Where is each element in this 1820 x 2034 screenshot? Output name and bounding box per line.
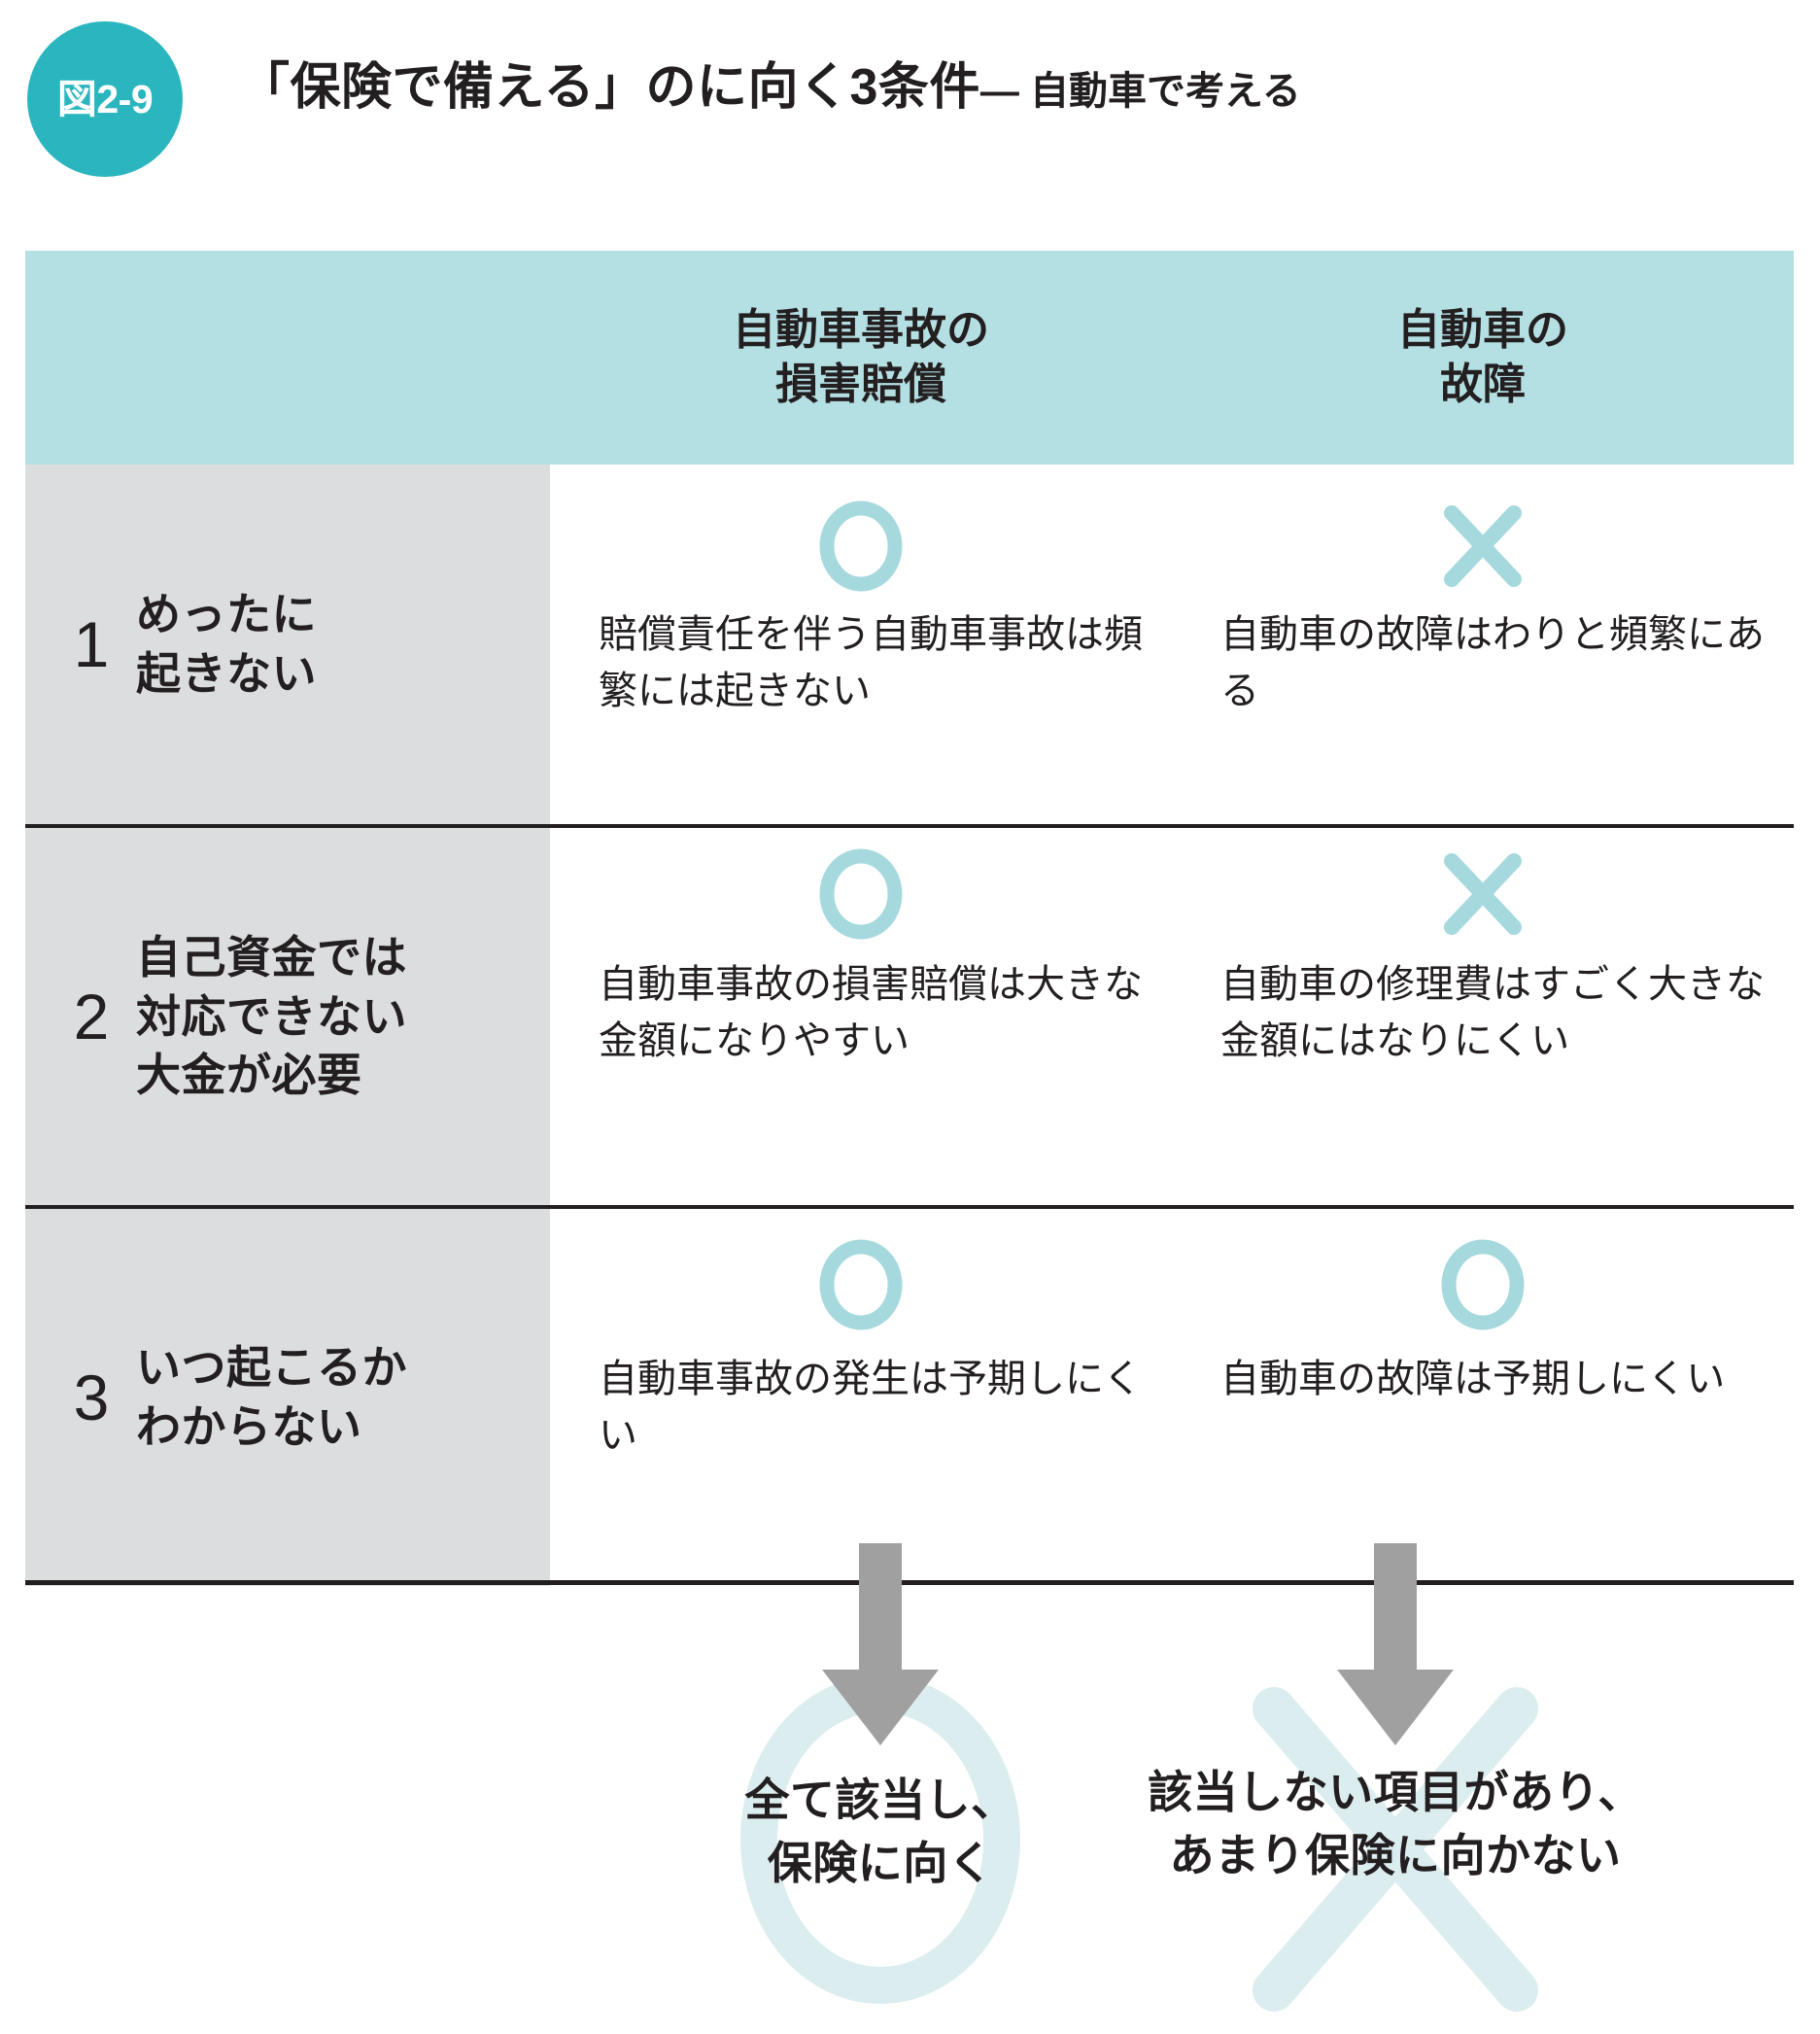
- circle-icon: [1436, 1238, 1529, 1331]
- figure-number-label: 図2-9: [56, 76, 154, 121]
- column-header-line-2: 損害賠償: [775, 361, 946, 408]
- row-header-condition-3: 3 いつ起こるか わからない: [25, 1209, 550, 1586]
- row-number: 2: [73, 981, 110, 1052]
- table-body: 1 めったに 起きない 賠償責任を伴う自動車事故は頻繁には起きない 自動車の故障…: [25, 465, 1794, 1586]
- row-number: 1: [73, 608, 110, 680]
- table-header-row: 自動車事故の 損害賠償 自動車の 故障: [25, 251, 1794, 465]
- conclusion-text: 該当しない項目があり、 あまり保険に向かない: [1133, 1761, 1658, 1888]
- row-label: めったに 起きない: [136, 585, 317, 703]
- cell-text: 自動車の故障は予期しにくい: [1220, 1358, 1726, 1400]
- cross-icon: [1220, 1670, 1570, 2034]
- row-label-line-1: 自己資金では: [136, 931, 407, 983]
- cell-text: 自動車の故障はわりと頻繁にある: [1220, 613, 1765, 712]
- cell-text: 自動車事故の発生は予期しにくい: [599, 1358, 1143, 1457]
- figure-header: 図2-9 「保険で備える」のに向く3条件— 自動車で考える: [0, 0, 1820, 194]
- row-label-line-2: わからない: [136, 1401, 362, 1452]
- column-header-accident-liability: 自動車事故の 損害賠償: [550, 251, 1172, 465]
- row-header-condition-2: 2 自己資金では 対応できない 大金が必要: [25, 828, 550, 1205]
- figure-number-badge: 図2-9: [27, 21, 183, 177]
- circle-icon: [814, 500, 908, 593]
- conclusion-line-1: 該当しない項目があり、: [1148, 1767, 1643, 1817]
- row-label-line-2: 起きない: [136, 648, 317, 699]
- conclusion-not-suited-for-insurance: 該当しない項目があり、 あまり保険に向かない: [1133, 1543, 1658, 2012]
- cell-text: 自動車事故の損害賠償は大きな金額になりやすい: [599, 963, 1143, 1062]
- row-label: 自己資金では 対応できない 大金が必要: [136, 928, 407, 1105]
- circle-icon: [814, 1238, 908, 1331]
- column-header-line-1: 自動車事故の: [733, 305, 989, 354]
- conclusion-section: 全て該当し、 保険に向く 該当しない項目があり、 あまり保険に向かない: [25, 1543, 1794, 2012]
- down-arrow-icon: [803, 1543, 958, 1752]
- row-label-line-3: 大金が必要: [136, 1050, 362, 1101]
- comparison-table: 自動車事故の 損害賠償 自動車の 故障 1 めったに 起きない 賠償責任を伴う自…: [25, 251, 1794, 1586]
- table-row: 1 めったに 起きない 賠償責任を伴う自動車事故は頻繁には起きない 自動車の故障…: [25, 465, 1794, 828]
- column-header-line-2: 故障: [1440, 361, 1526, 408]
- page-title-subtitle: — 自動車で考える: [979, 70, 1301, 113]
- cell-text: 賠償責任を伴う自動車事故は頻繁には起きない: [599, 613, 1143, 712]
- row-label: いつ起こるか わからない: [136, 1338, 407, 1456]
- cell-r3-car-breakdown: 自動車の故障は予期しにくい: [1172, 1209, 1794, 1586]
- column-header-car-breakdown: 自動車の 故障: [1172, 251, 1794, 465]
- conclusion-line-2: あまり保険に向かない: [1169, 1830, 1622, 1881]
- table-header-corner-spacer: [25, 251, 550, 465]
- table-row: 2 自己資金では 対応できない 大金が必要 自動車事故の損害賠償は大きな金額にな…: [25, 828, 1794, 1209]
- circle-icon: [814, 847, 908, 941]
- row-label-line-2: 対応できない: [136, 990, 407, 1042]
- row-label-line-1: めったに: [136, 589, 317, 640]
- row-number: 3: [73, 1362, 110, 1433]
- cell-text: 自動車の修理費はすごく大きな金額にはなりにくい: [1220, 963, 1765, 1062]
- table-row: 3 いつ起こるか わからない 自動車事故の発生は予期しにくい 自動車の故障は予期…: [25, 1209, 1794, 1586]
- cell-r2-car-breakdown: 自動車の修理費はすごく大きな金額にはなりにくい: [1172, 828, 1794, 1205]
- down-arrow-icon: [1318, 1543, 1473, 1752]
- conclusion-line-2: 保険に向く: [767, 1838, 994, 1889]
- cell-r2-accident-liability: 自動車事故の損害賠償は大きな金額になりやすい: [550, 828, 1172, 1205]
- conclusion-suited-for-insurance: 全て該当し、 保険に向く: [618, 1543, 1143, 2004]
- cell-r3-accident-liability: 自動車事故の発生は予期しにくい: [550, 1209, 1172, 1586]
- table-bottom-rule: [25, 1580, 1794, 1585]
- row-header-condition-1: 1 めったに 起きない: [25, 465, 550, 824]
- cross-icon: [1436, 847, 1529, 941]
- page-title-main: 「保険で備える」のに向く3条件: [239, 59, 980, 116]
- row-label-line-1: いつ起こるか: [136, 1342, 407, 1394]
- conclusion-text: 全て該当し、 保険に向く: [618, 1769, 1143, 1896]
- cell-r1-car-breakdown: 自動車の故障はわりと頻繁にある: [1172, 465, 1794, 824]
- page-title: 「保険で備える」のに向く3条件— 自動車で考える: [239, 59, 1301, 116]
- cross-icon: [1436, 500, 1529, 593]
- cell-r1-accident-liability: 賠償責任を伴う自動車事故は頻繁には起きない: [550, 465, 1172, 824]
- conclusion-line-1: 全て該当し、: [744, 1775, 1016, 1825]
- column-header-line-1: 自動車の: [1397, 305, 1568, 354]
